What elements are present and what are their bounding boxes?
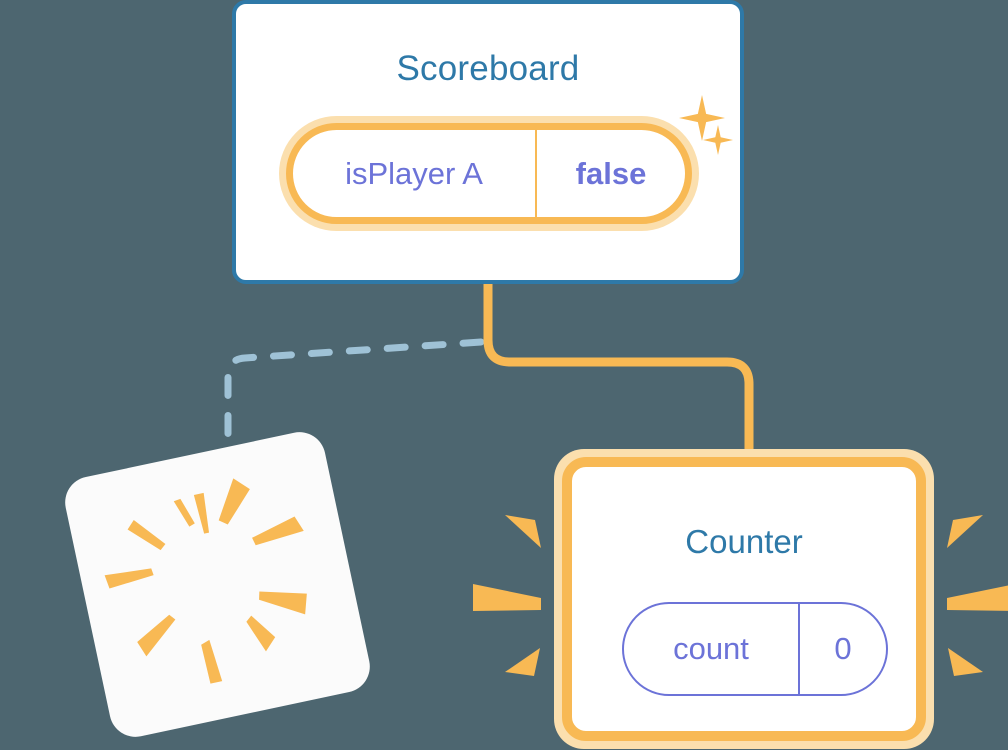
burst-ray-icon: [193, 492, 210, 534]
pop-card[interactable]: [60, 427, 375, 742]
burst-ray-icon: [246, 615, 276, 652]
burst-ray-icon: [505, 515, 541, 548]
burst-ray-icon: [252, 516, 304, 546]
burst-ray-icon: [137, 614, 176, 657]
burst-ray-icon: [947, 515, 983, 548]
burst-ray-icon: [104, 568, 154, 589]
scoreboard-card[interactable]: Scoreboard isPlayer A false: [232, 0, 744, 284]
burst-ray-icon: [259, 591, 307, 615]
scoreboard-state-value: false: [575, 155, 647, 191]
counter-pill-divider: [798, 604, 800, 694]
counter-card-inner: Counter count 0: [562, 457, 926, 741]
scoreboard-state-pill[interactable]: isPlayer A false: [286, 123, 692, 224]
counter-state-key: count: [673, 631, 749, 666]
counter-state-value: 0: [834, 631, 852, 666]
burst-ray-icon: [127, 520, 166, 551]
scoreboard-state-pill-halo: isPlayer A false: [279, 116, 699, 231]
scoreboard-title: Scoreboard: [396, 49, 580, 88]
scoreboard-state-key: isPlayer A: [345, 155, 483, 191]
pop-card-burst: [104, 478, 307, 684]
burst-ray-icon: [947, 585, 1008, 611]
counter-state-pill[interactable]: count 0: [622, 602, 888, 696]
counter-card[interactable]: Counter count 0: [554, 449, 934, 749]
burst-ray-icon: [173, 498, 195, 527]
burst-ray-icon: [505, 648, 540, 676]
burst-ray-icon: [473, 584, 541, 611]
scoreboard-pill-divider: [535, 130, 537, 217]
burst-ray-icon: [201, 639, 223, 684]
burst-ray-icon: [948, 648, 983, 676]
counter-title: Counter: [685, 523, 803, 560]
burst-ray-icon: [218, 478, 250, 525]
